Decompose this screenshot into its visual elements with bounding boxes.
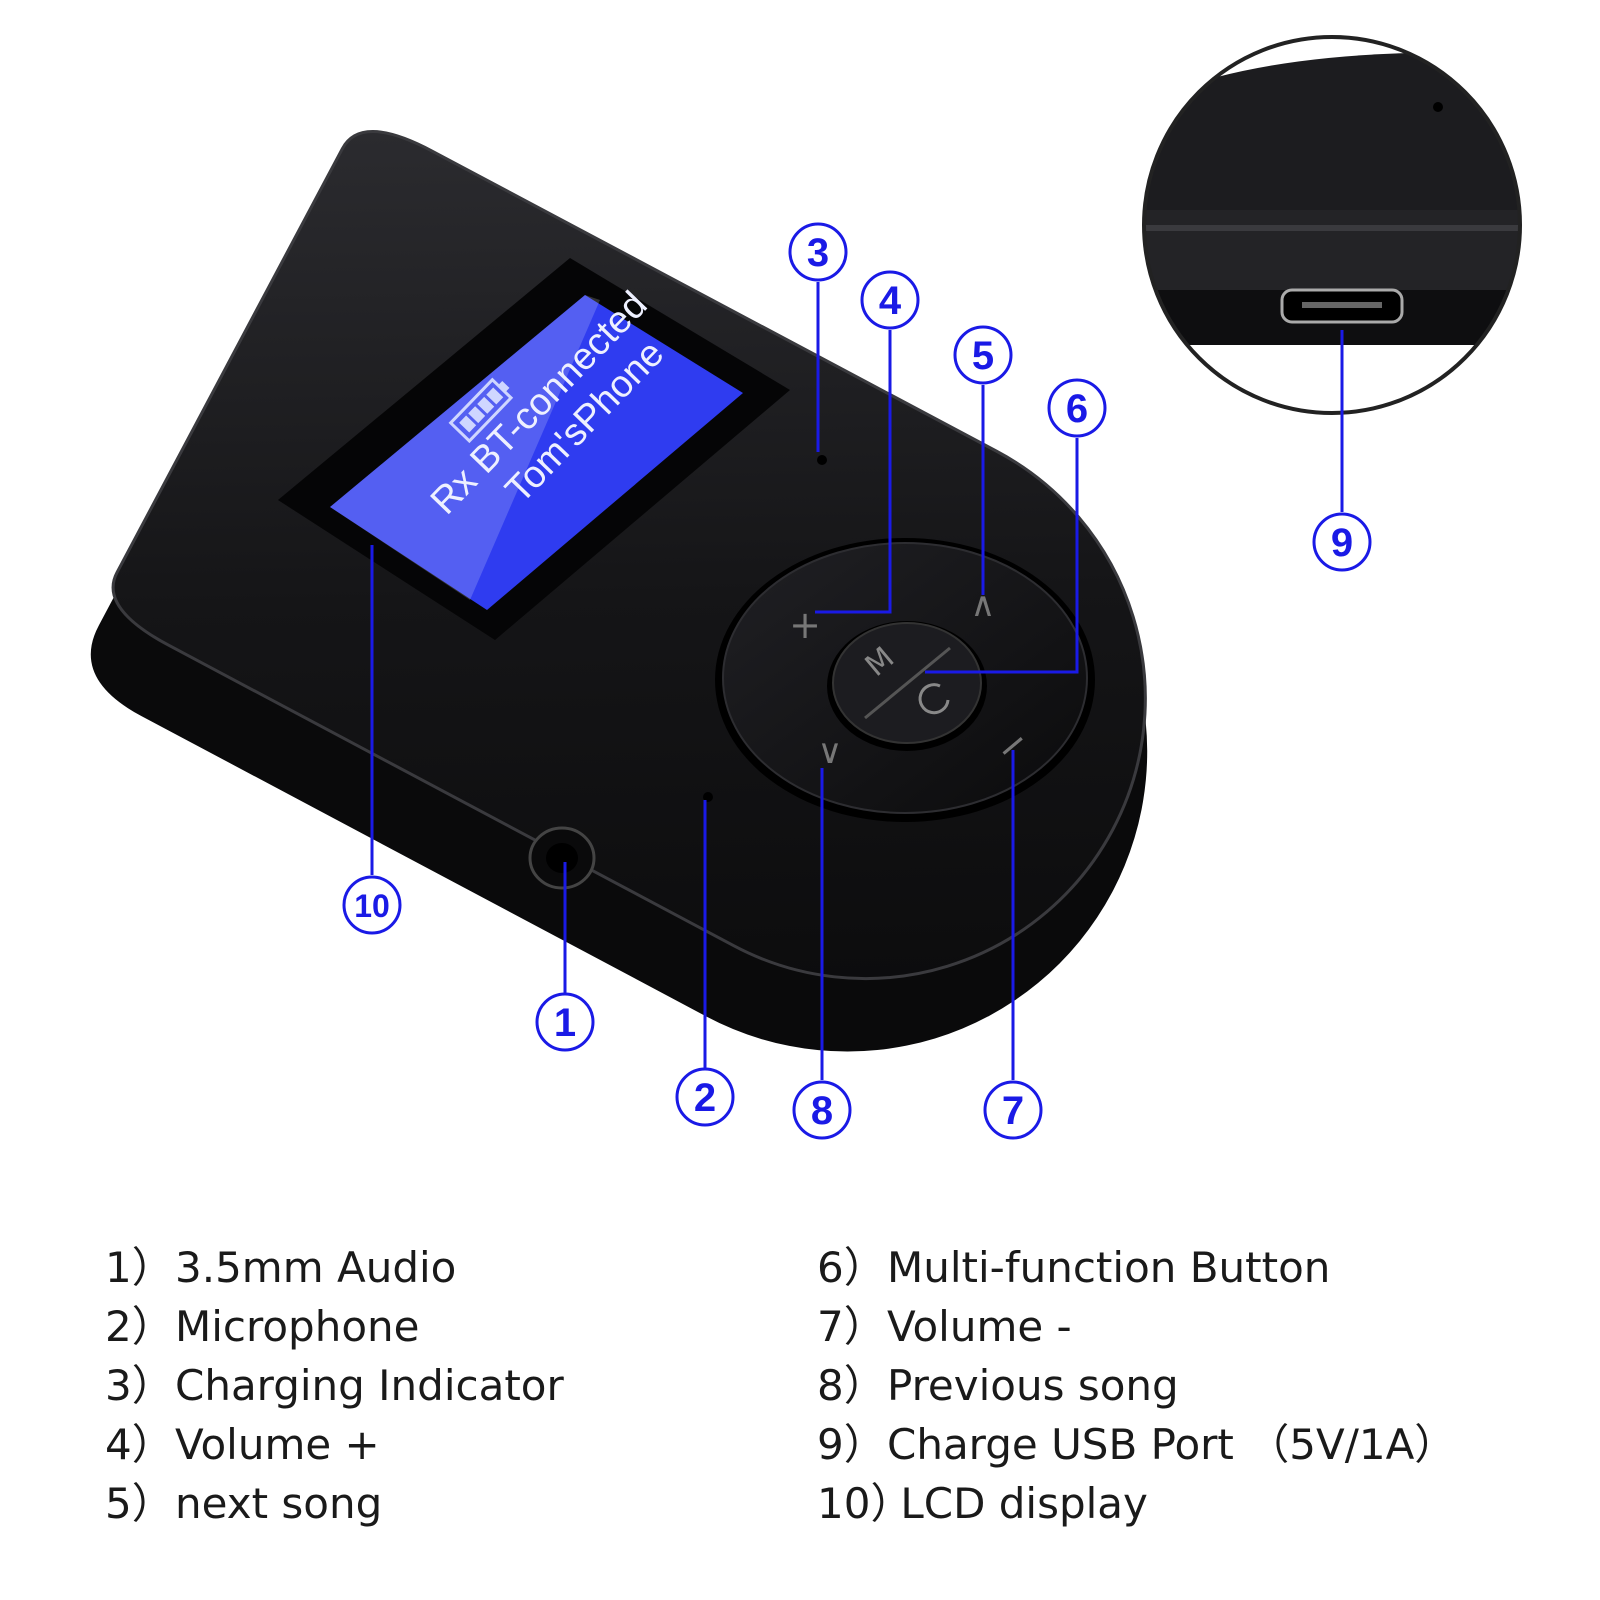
legend-item: 4）Volume + bbox=[105, 1415, 564, 1474]
legend-num: 4） bbox=[105, 1420, 174, 1469]
lcd-screen bbox=[330, 295, 743, 610]
callout-circle bbox=[788, 222, 848, 282]
callout-number: 10 bbox=[354, 888, 390, 924]
callout-number: 5 bbox=[972, 334, 994, 378]
legend-num: 1） bbox=[105, 1243, 174, 1292]
micro-usb-port-icon bbox=[1280, 288, 1404, 324]
legend-item: 10） LCD display bbox=[817, 1474, 1456, 1533]
legend-item: 6）Multi-function Button bbox=[817, 1238, 1456, 1297]
legend-label: Charging Indicator bbox=[175, 1361, 564, 1410]
callout-number: 3 bbox=[807, 231, 829, 275]
callout-circle bbox=[983, 1080, 1043, 1140]
legend-label: Previous song bbox=[887, 1361, 1179, 1410]
callout-circle bbox=[1047, 378, 1107, 438]
legend-num: 7） bbox=[817, 1302, 886, 1351]
callout-1: 1 bbox=[535, 992, 595, 1052]
callout-circle bbox=[953, 325, 1013, 385]
callout-badges: 1 2 3 4 5 6 7 8 9 10 bbox=[342, 222, 1372, 1140]
callout-5: 5 bbox=[953, 325, 1013, 385]
callout-3: 3 bbox=[788, 222, 848, 282]
callout-circle bbox=[860, 270, 920, 330]
callout-4: 4 bbox=[860, 270, 920, 330]
callout-10: 10 bbox=[342, 875, 402, 935]
legend-item: 3）Charging Indicator bbox=[105, 1356, 564, 1415]
legend-label: Volume - bbox=[887, 1302, 1072, 1351]
legend-item: 5）next song bbox=[105, 1474, 564, 1533]
callout-number: 4 bbox=[879, 279, 902, 323]
legend-num: 10） bbox=[817, 1479, 913, 1528]
legend-num: 2） bbox=[105, 1302, 174, 1351]
callout-number: 8 bbox=[811, 1089, 833, 1133]
audio-jack bbox=[528, 826, 596, 890]
charging-indicator bbox=[817, 455, 827, 465]
callout-number: 9 bbox=[1331, 521, 1353, 565]
callout-circle bbox=[342, 875, 402, 935]
legend-label: Microphone bbox=[175, 1302, 420, 1351]
callout-circle bbox=[675, 1067, 735, 1127]
multi-function-button[interactable]: M bbox=[827, 621, 987, 751]
callout-number: 7 bbox=[1002, 1089, 1024, 1133]
callout-circle bbox=[1312, 512, 1372, 572]
legend-label: 3.5mm Audio bbox=[175, 1243, 457, 1292]
callout-number: 1 bbox=[554, 1001, 576, 1045]
callout-6: 6 bbox=[1047, 378, 1107, 438]
usb-port-inset bbox=[1142, 35, 1522, 415]
microphone-hole bbox=[703, 792, 713, 802]
legend-num: 8） bbox=[817, 1361, 886, 1410]
previous-song-button[interactable]: ∨ bbox=[818, 732, 843, 772]
legend-item: 9）Charge USB Port （5V/1A） bbox=[817, 1415, 1456, 1474]
callout-lines bbox=[370, 282, 1344, 1080]
legend-left: 1）3.5mm Audio 2）Microphone 3）Charging In… bbox=[105, 1238, 564, 1533]
callout-circle bbox=[535, 992, 595, 1052]
legend-right: 6）Multi-function Button 7）Volume - 8）Pre… bbox=[817, 1238, 1456, 1533]
callout-circle bbox=[792, 1080, 852, 1140]
legend-item: 8）Previous song bbox=[817, 1356, 1456, 1415]
callout-number: 2 bbox=[694, 1076, 716, 1120]
legend-label: Charge USB Port （5V/1A） bbox=[887, 1420, 1457, 1469]
legend-label: LCD display bbox=[887, 1479, 1148, 1528]
legend-num: 6） bbox=[817, 1243, 886, 1292]
callout-number: 6 bbox=[1066, 387, 1088, 431]
legend-label: next song bbox=[175, 1479, 383, 1528]
callout-2: 2 bbox=[675, 1067, 735, 1127]
legend-num: 5） bbox=[105, 1479, 174, 1528]
legend-label: Volume + bbox=[175, 1420, 380, 1469]
legend-label: Multi-function Button bbox=[887, 1243, 1331, 1292]
battery-full-icon bbox=[448, 377, 514, 444]
legend-item: 7）Volume - bbox=[817, 1297, 1456, 1356]
callout-7: 7 bbox=[983, 1080, 1043, 1140]
legend-item: 2）Microphone bbox=[105, 1297, 564, 1356]
callout-9: 9 bbox=[1312, 512, 1372, 572]
play-pause-icon bbox=[918, 683, 950, 715]
legend-item: 1）3.5mm Audio bbox=[105, 1238, 564, 1297]
volume-up-button[interactable]: + bbox=[789, 603, 821, 647]
callout-8: 8 bbox=[792, 1080, 852, 1140]
legend-num: 9） bbox=[817, 1420, 886, 1469]
legend-num: 3） bbox=[105, 1361, 174, 1410]
